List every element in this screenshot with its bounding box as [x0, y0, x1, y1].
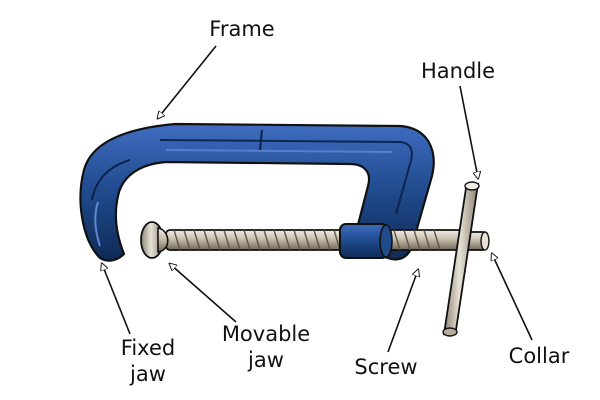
arrow-screw [387, 270, 418, 353]
frame-channel [159, 139, 413, 215]
arrow-collar [492, 254, 533, 341]
screw-shaft [165, 229, 467, 251]
frame-body [79, 122, 435, 262]
screw-threads [173, 229, 441, 251]
fixed-jaw-edge [91, 159, 131, 201]
movable-jaw-neck [157, 227, 169, 253]
frame [79, 122, 435, 262]
label-screw: Screw [354, 355, 418, 379]
handle [442, 181, 480, 337]
frame-boss-face [379, 224, 393, 258]
handle-top-end [464, 181, 480, 191]
label-collar: Collar [508, 344, 570, 368]
arrow-fixed-jaw [102, 264, 131, 335]
frame-seam [259, 129, 263, 151]
movable-jaw [140, 221, 169, 259]
handle-bottom-end [442, 327, 458, 337]
label-frame: Frame [209, 17, 275, 41]
frame-boss [339, 223, 393, 259]
arrow-movable-jaw [170, 264, 237, 323]
pointer-arrows [102, 45, 533, 353]
label-handle: Handle [420, 59, 496, 83]
screw [165, 229, 467, 251]
fixed-jaw-highlight [94, 201, 101, 247]
arrow-handle [459, 85, 478, 178]
label-fixed-jaw: Fixed jaw [120, 336, 176, 386]
arrow-frame [158, 45, 217, 118]
label-movable-jaw: Movable jaw [221, 322, 311, 372]
collar-face [480, 231, 490, 251]
frame-highlight [165, 149, 393, 153]
handle-bar [442, 182, 480, 336]
